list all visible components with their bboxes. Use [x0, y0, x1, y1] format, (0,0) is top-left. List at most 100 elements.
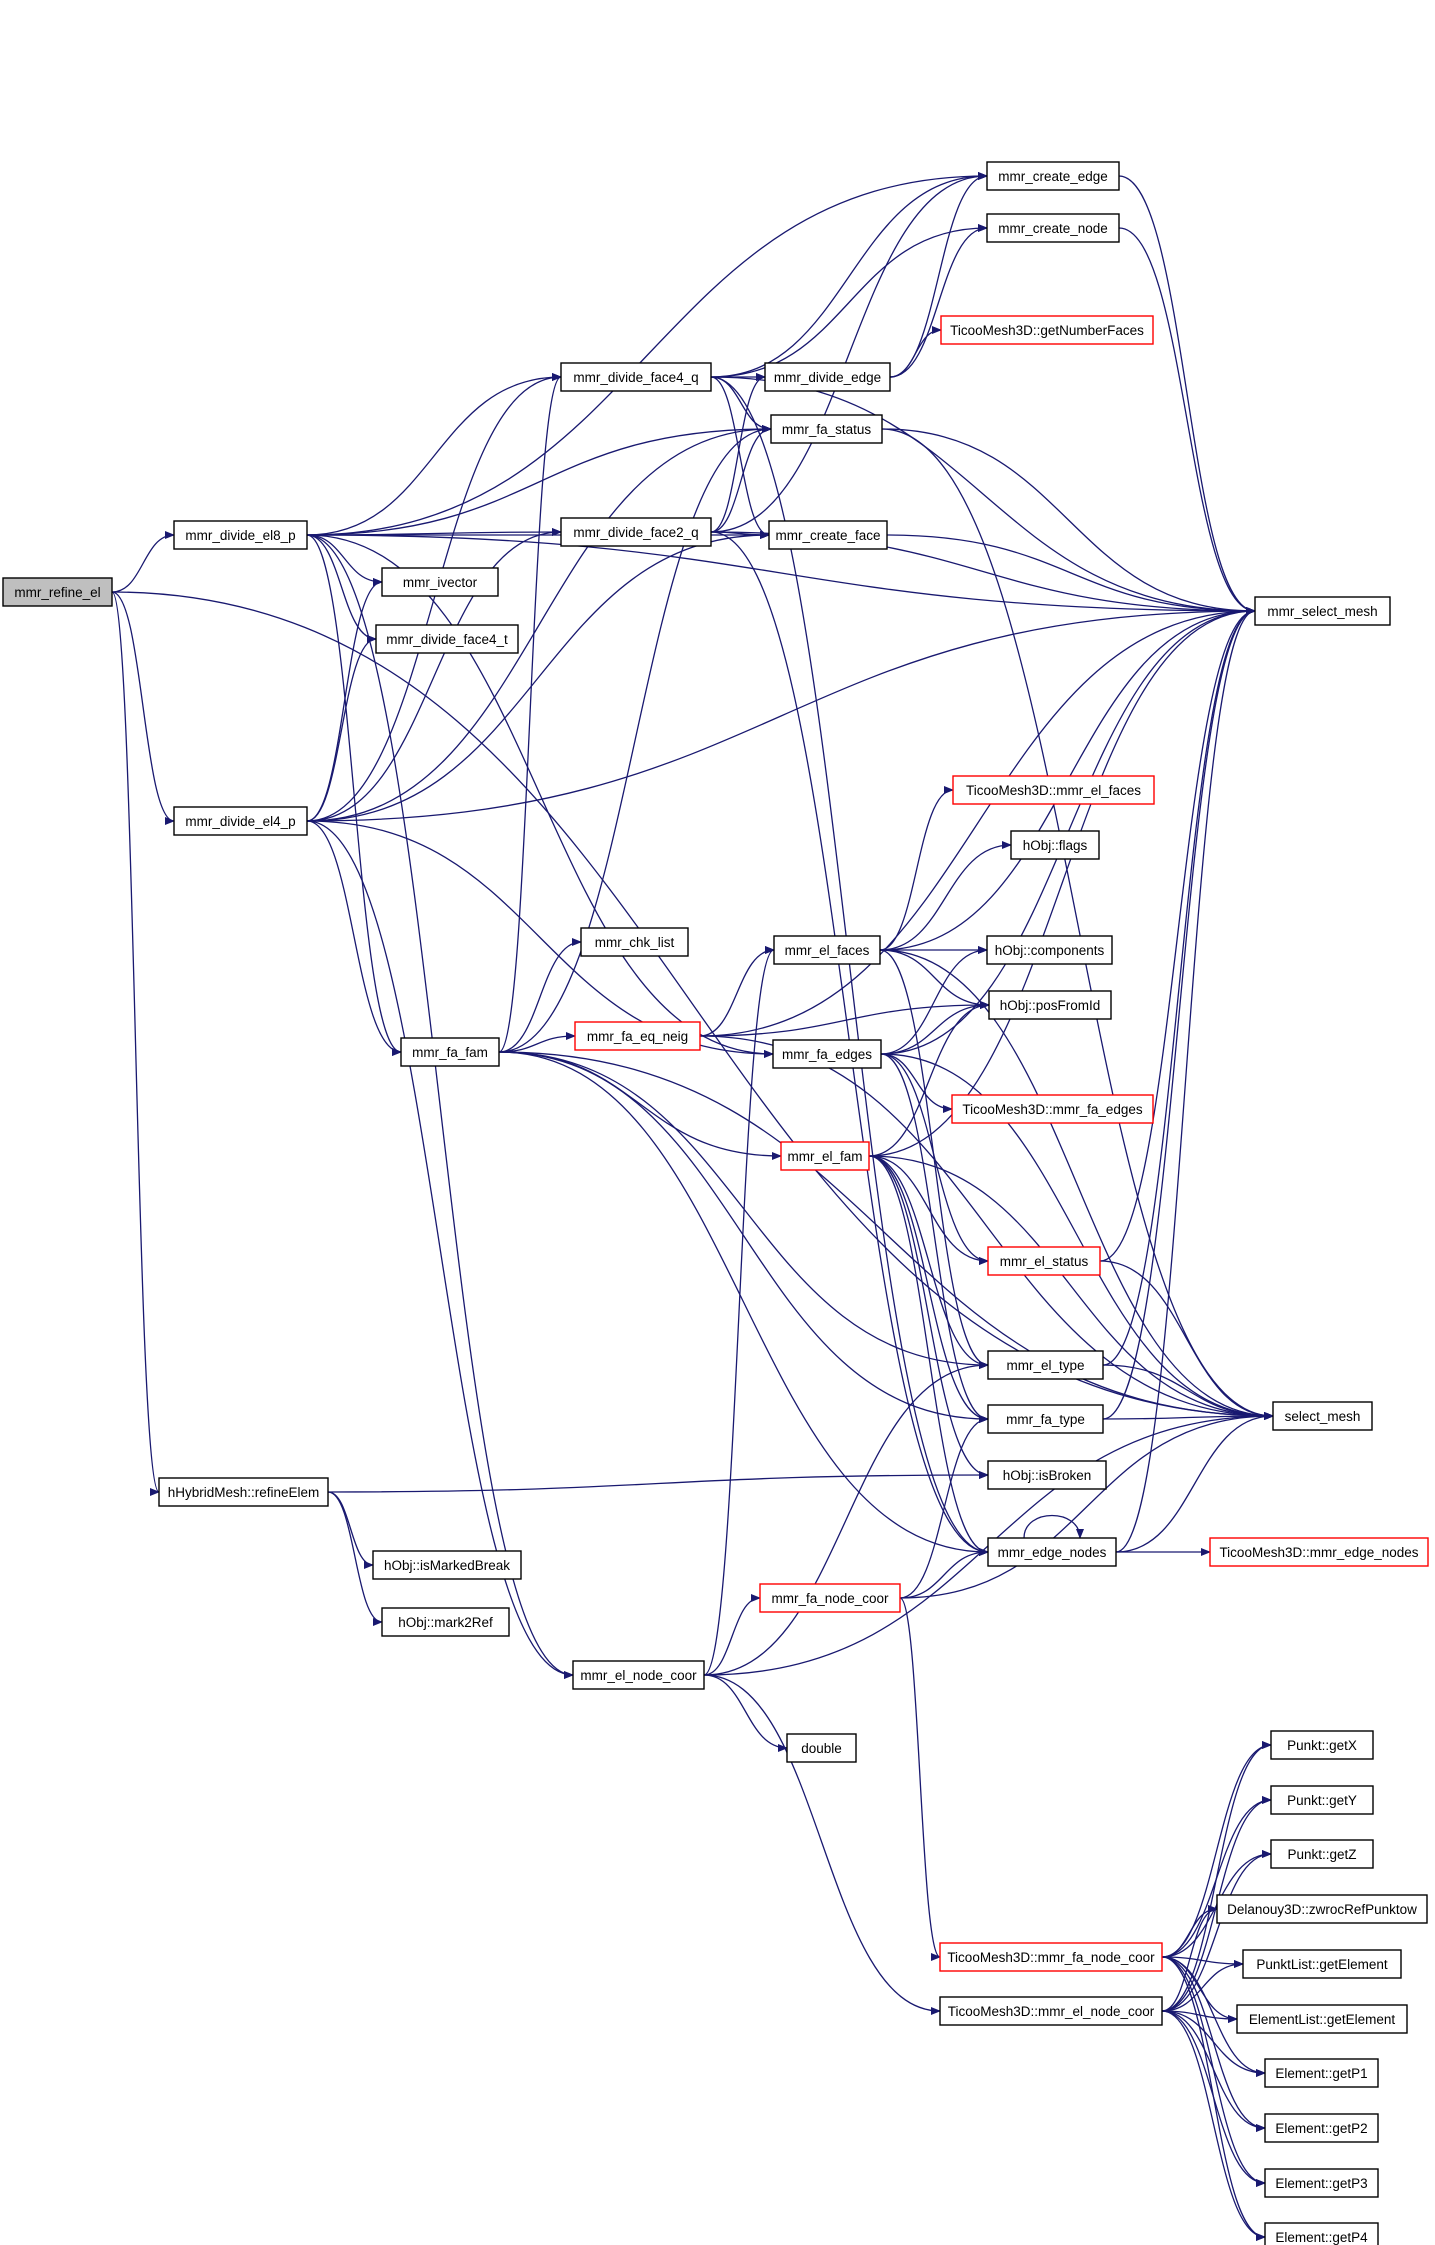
graph-node-ticoomesh3d-mmr-el-node-coor[interactable]: TicooMesh3D::mmr_el_node_coor: [939, 1996, 1163, 2026]
call-edge: [111, 531, 175, 593]
call-edge: [1161, 2010, 1266, 2187]
node-label: TicooMesh3D::mmr_el_faces: [966, 783, 1141, 798]
graph-node-mmr-fa-edges[interactable]: mmr_fa_edges: [772, 1039, 882, 1069]
graph-node-mmr-refine-el[interactable]: mmr_refine_el: [2, 577, 113, 607]
graph-node-mmr-divide-el8-p[interactable]: mmr_divide_el8_p: [173, 520, 308, 550]
graph-node-mmr-fa-type[interactable]: mmr_fa_type: [987, 1404, 1104, 1434]
graph-node-mmr-fa-eq-neig[interactable]: mmr_fa_eq_neig: [574, 1021, 701, 1051]
graph-node-mmr-el-node-coor[interactable]: mmr_el_node_coor: [572, 1660, 705, 1690]
node-box: [773, 935, 881, 965]
call-edge: [1161, 2010, 1266, 2132]
graph-node-mmr-select-mesh[interactable]: mmr_select_mesh: [1254, 596, 1391, 626]
graph-node-ticoomesh3d-mmr-el-faces[interactable]: TicooMesh3D::mmr_el_faces: [952, 775, 1155, 805]
graph-node-hobj-mark2ref[interactable]: hObj::mark2Ref: [381, 1607, 510, 1637]
call-edge: [306, 534, 402, 1056]
call-edge: [710, 172, 988, 378]
graph-node-ticoomesh3d-mmr-fa-edges[interactable]: TicooMesh3D::mmr_fa_edges: [951, 1094, 1154, 1124]
graph-node-mmr-el-status[interactable]: mmr_el_status: [987, 1246, 1101, 1276]
graph-node-hobj-ismarkedbreak[interactable]: hObj::isMarkedBreak: [372, 1550, 522, 1580]
graph-node-ticoomesh3d-getnumberfaces[interactable]: TicooMesh3D::getNumberFaces: [940, 315, 1154, 345]
graph-node-element-getp4[interactable]: Element::getP4: [1264, 2222, 1379, 2245]
graph-node-mmr-create-node[interactable]: mmr_create_node: [986, 213, 1120, 243]
graph-node-mmr-divide-face4-q[interactable]: mmr_divide_face4_q: [560, 362, 712, 392]
graph-node-mmr-fa-status[interactable]: mmr_fa_status: [770, 414, 883, 444]
graph-node-ticoomesh3d-mmr-fa-node-coor[interactable]: TicooMesh3D::mmr_fa_node_coor: [939, 1942, 1163, 1972]
call-edge: [699, 946, 775, 1037]
graph-node-mmr-divide-face2-q[interactable]: mmr_divide_face2_q: [560, 517, 712, 547]
node-box: [987, 1404, 1104, 1434]
node-label: Punkt::getZ: [1287, 1847, 1356, 1862]
node-box: [939, 1942, 1163, 1972]
node-box: [1264, 2222, 1379, 2245]
graph-node-mmr-divide-edge[interactable]: mmr_divide_edge: [764, 362, 891, 392]
graph-node-mmr-el-faces[interactable]: mmr_el_faces: [773, 935, 881, 965]
node-box: [1264, 2168, 1379, 2198]
graph-node-element-getp1[interactable]: Element::getP1: [1264, 2058, 1379, 2088]
graph-node-element-getp2[interactable]: Element::getP2: [1264, 2113, 1379, 2143]
call-edge: [699, 1035, 1274, 1420]
node-label: mmr_fa_node_coor: [771, 1591, 889, 1606]
call-edge: [880, 1001, 990, 1055]
node-box: [780, 1141, 870, 1171]
node-box: [986, 213, 1120, 243]
node-label: ElementList::getElement: [1249, 2012, 1396, 2027]
node-label: TicooMesh3D::mmr_edge_nodes: [1219, 1545, 1418, 1560]
graph-node-mmr-divide-el4-p[interactable]: mmr_divide_el4_p: [173, 806, 308, 836]
node-label: hObj::isMarkedBreak: [384, 1558, 510, 1573]
node-box: [1270, 1730, 1374, 1760]
node-box: [986, 935, 1113, 965]
node-box: [764, 362, 891, 392]
graph-node-hobj-posfromid[interactable]: hObj::posFromId: [988, 990, 1112, 1020]
node-box: [951, 1094, 1154, 1124]
graph-node-mmr-fa-node-coor[interactable]: mmr_fa_node_coor: [759, 1583, 901, 1613]
graph-node-mmr-create-edge[interactable]: mmr_create_edge: [986, 161, 1120, 191]
graph-node-hobj-flags[interactable]: hObj::flags: [1010, 830, 1100, 860]
node-box: [1270, 1785, 1374, 1815]
graph-node-punkt-gety[interactable]: Punkt::getY: [1270, 1785, 1374, 1815]
graph-node-mmr-edge-nodes[interactable]: mmr_edge_nodes: [987, 1537, 1117, 1567]
graph-node-hobj-isbroken[interactable]: hObj::isBroken: [987, 1460, 1107, 1490]
graph-node-hobj-components[interactable]: hObj::components: [986, 935, 1113, 965]
node-label: hObj::flags: [1023, 838, 1088, 853]
call-edge: [498, 1051, 782, 1160]
graph-node-mmr-create-face[interactable]: mmr_create_face: [768, 520, 888, 550]
graph-node-mmr-el-fam[interactable]: mmr_el_fam: [780, 1141, 870, 1171]
graph-node-mmr-divide-face4-t[interactable]: mmr_divide_face4_t: [375, 624, 519, 654]
call-edge: [703, 946, 775, 1676]
call-edge: [306, 534, 574, 1679]
call-edge: [306, 531, 770, 822]
node-box: [772, 1039, 882, 1069]
graph-node-element-getp3[interactable]: Element::getP3: [1264, 2168, 1379, 2198]
call-edge: [889, 326, 942, 378]
call-edge: [498, 1032, 576, 1053]
node-box: [1272, 1401, 1373, 1431]
call-edge: [710, 172, 988, 533]
graph-node-double[interactable]: double: [786, 1733, 857, 1763]
graph-node-ticoomesh3d-mmr-edge-nodes[interactable]: TicooMesh3D::mmr_edge_nodes: [1209, 1537, 1429, 1567]
call-edge: [306, 534, 774, 1058]
graph-node-mmr-el-type[interactable]: mmr_el_type: [987, 1350, 1104, 1380]
call-edge: [868, 1155, 989, 1423]
graph-node-mmr-chk-list[interactable]: mmr_chk_list: [580, 927, 689, 957]
call-edge: [710, 376, 772, 433]
node-box: [786, 1733, 857, 1763]
graph-node-elementlist-getelement[interactable]: ElementList::getElement: [1236, 2004, 1408, 2034]
graph-node-select-mesh[interactable]: select_mesh: [1272, 1401, 1373, 1431]
call-edge: [868, 1155, 989, 1556]
node-box: [1236, 2004, 1408, 2034]
graph-node-mmr-ivector[interactable]: mmr_ivector: [381, 567, 499, 597]
node-box: [987, 1537, 1117, 1567]
call-edge: [879, 949, 990, 1009]
node-box: [988, 990, 1112, 1020]
graph-node-mmr-fa-fam[interactable]: mmr_fa_fam: [400, 1037, 500, 1067]
graph-node-punktlist-getelement[interactable]: PunktList::getElement: [1242, 1949, 1402, 1979]
node-label: mmr_divide_face4_q: [573, 370, 698, 385]
graph-node-punkt-getx[interactable]: Punkt::getX: [1270, 1730, 1374, 1760]
graph-node-punkt-getz[interactable]: Punkt::getZ: [1270, 1839, 1374, 1869]
call-edge: [703, 1361, 989, 1676]
graph-node-delanouy3d-zwrocrefpunktow[interactable]: Delanouy3D::zwrocRefPunktow: [1216, 1894, 1428, 1924]
graph-node-hhybridmesh-refineelem[interactable]: hHybridMesh::refineElem: [158, 1477, 329, 1507]
node-label: hObj::mark2Ref: [398, 1615, 493, 1630]
call-edge: [699, 1001, 990, 1037]
